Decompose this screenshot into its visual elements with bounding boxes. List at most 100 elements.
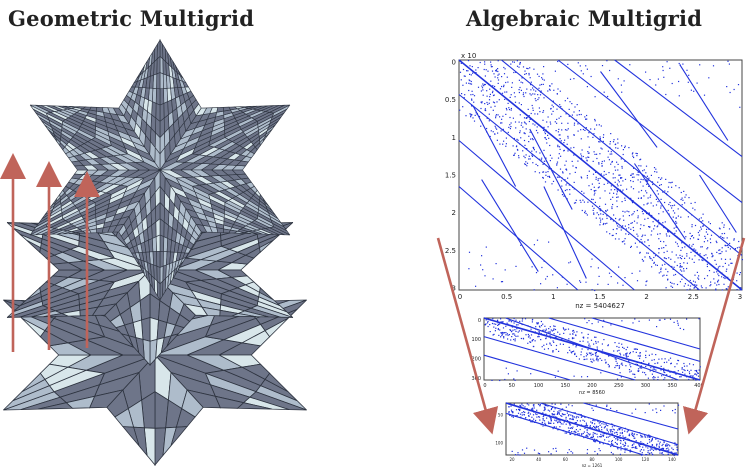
grid-cell: [264, 372, 289, 393]
nonzero: [673, 283, 675, 285]
nonzero: [593, 207, 595, 209]
nonzero: [657, 233, 659, 235]
nonzero: [630, 180, 632, 182]
nonzero: [582, 155, 584, 158]
nonzero: [473, 101, 475, 103]
nonzero: [660, 365, 662, 367]
nonzero: [683, 365, 686, 367]
nonzero: [684, 202, 686, 204]
x-tick-label: 150: [560, 383, 570, 389]
nonzero: [465, 82, 467, 84]
nonzero: [497, 322, 499, 324]
nonzero: [538, 172, 541, 174]
nonzero: [658, 223, 660, 225]
nonzero: [542, 418, 544, 420]
nonzero: [630, 440, 632, 442]
nonzero: [585, 435, 587, 437]
nonzero: [551, 407, 553, 410]
nonzero: [533, 407, 535, 409]
nonzero: [692, 207, 694, 209]
nonzero: [557, 131, 559, 133]
nonzero: [642, 185, 644, 187]
nonzero: [652, 368, 654, 370]
nonzero: [626, 352, 628, 354]
nonzero: [529, 77, 531, 79]
nonzero: [521, 330, 523, 332]
nonzero: [676, 236, 678, 238]
nonzero: [621, 177, 623, 179]
nonzero: [684, 246, 686, 248]
nonzero: [549, 160, 551, 162]
nonzero: [689, 238, 691, 240]
nonzero: [668, 359, 670, 361]
y-tick-label: 100: [495, 440, 503, 445]
nonzero: [730, 262, 732, 264]
nonzero: [661, 264, 663, 266]
nonzero: [679, 64, 681, 66]
nonzero: [510, 405, 512, 407]
nonzero: [574, 352, 576, 354]
nonzero: [582, 415, 584, 417]
nonzero: [616, 206, 618, 208]
nonzero: [689, 232, 691, 234]
nonzero: [624, 447, 626, 449]
nonzero: [610, 189, 612, 191]
nonzero: [610, 185, 612, 187]
nonzero: [515, 324, 518, 326]
nonzero: [506, 333, 508, 335]
nonzero: [562, 343, 564, 345]
nonzero: [489, 93, 491, 95]
nonzero: [573, 188, 575, 190]
nonzero: [466, 70, 468, 72]
nonzero: [604, 432, 606, 435]
nonzero: [508, 320, 510, 322]
nonzero: [521, 412, 523, 414]
nonzero: [593, 440, 595, 442]
nonzero: [505, 367, 507, 369]
nonzero: [470, 80, 472, 83]
nonzero: [599, 136, 601, 138]
nonzero: [583, 437, 585, 439]
nonzero: [568, 346, 570, 348]
nonzero: [571, 114, 573, 116]
nonzero: [645, 179, 647, 181]
nonzero: [586, 214, 588, 216]
nonzero: [583, 420, 586, 422]
nonzero: [510, 122, 512, 124]
nonzero: [488, 113, 490, 115]
nonzero: [657, 78, 659, 80]
nonzero: [522, 92, 525, 94]
nonzero: [646, 212, 648, 215]
nonzero: [528, 115, 530, 117]
nonzero: [542, 119, 544, 121]
nonzero: [536, 409, 538, 411]
nonzero: [554, 413, 556, 415]
nonzero: [468, 268, 470, 270]
nonzero: [617, 185, 619, 187]
nonzero: [577, 130, 579, 132]
nonzero: [656, 445, 658, 447]
nonzero: [570, 414, 572, 416]
nonzero: [499, 379, 501, 382]
nonzero: [543, 66, 545, 68]
nonzero: [625, 353, 627, 355]
nonzero: [520, 124, 522, 126]
nonzero: [612, 428, 614, 430]
nonzero: [508, 412, 510, 414]
nonzero: [484, 63, 486, 65]
nonzero: [502, 115, 504, 117]
nonzero: [663, 374, 665, 376]
nonzero: [618, 367, 620, 369]
fine-grid-level: [29, 38, 291, 302]
nonzero: [465, 115, 467, 117]
nonzero: [566, 129, 568, 131]
nonzero: [566, 412, 568, 414]
nonzero: [534, 421, 537, 423]
nonzero: [622, 227, 624, 230]
nonzero: [516, 138, 518, 140]
nonzero: [640, 165, 642, 167]
nonzero: [578, 110, 580, 112]
nonzero: [547, 134, 549, 136]
nonzero: [480, 125, 482, 127]
nonzero: [472, 117, 474, 119]
